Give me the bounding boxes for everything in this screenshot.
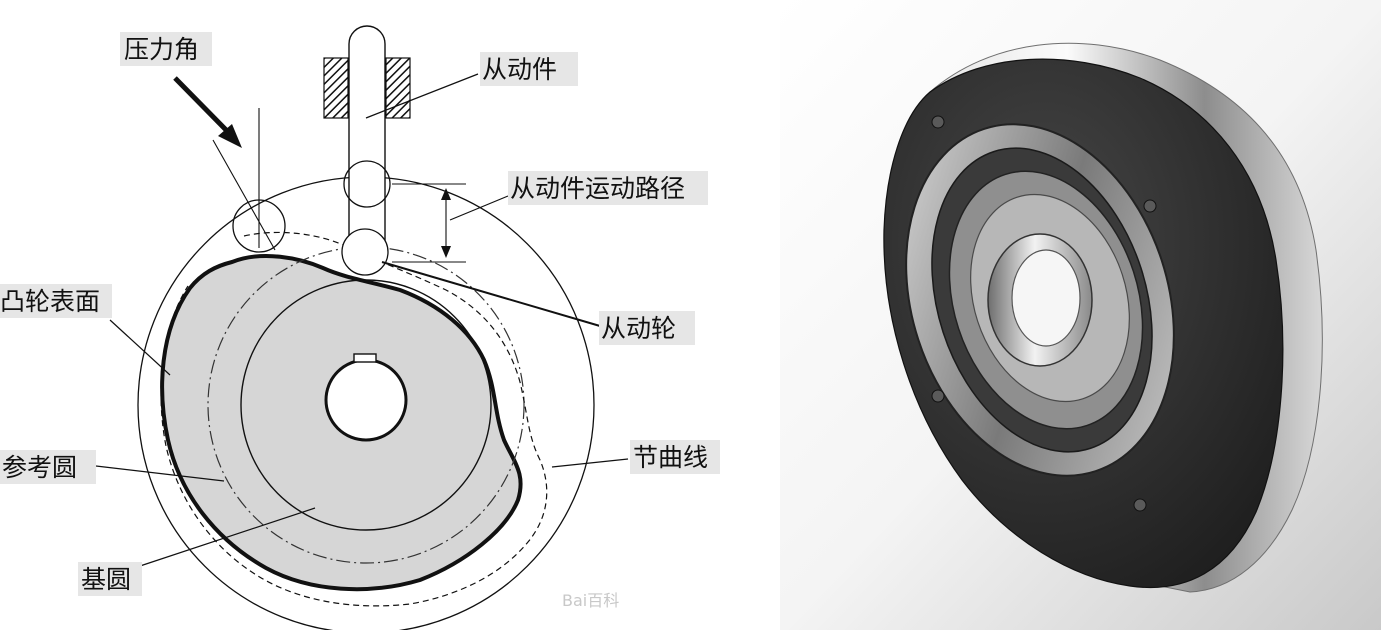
leader-cam-surface: [109, 319, 171, 376]
leader-follower-path: [449, 195, 509, 221]
base-circle: [240, 279, 492, 531]
label-follower-wheel: 从动轮: [601, 314, 676, 343]
disc-cam-photo: [780, 0, 1381, 630]
follower-guide-left: [323, 57, 349, 119]
label-pressure-angle: 压力角: [124, 35, 199, 64]
bolt-hole: [931, 389, 945, 403]
label-pitch-curve: 节曲线: [633, 443, 708, 472]
watermark: Bai百科: [562, 591, 619, 610]
arrow-icon: [218, 124, 242, 148]
bolt-hole: [1133, 498, 1147, 512]
pitch-curve: [160, 231, 548, 607]
leader-follower-wheel: [381, 261, 601, 327]
follower-roller: [341, 228, 389, 276]
follower-roller-top: [343, 160, 391, 208]
label-follower-path: 从动件运动路径: [510, 174, 685, 203]
label-cam-surface: 凸轮表面: [0, 287, 100, 316]
follower-rod: [348, 25, 386, 250]
keyway: [353, 353, 377, 363]
cam-diagram: 压力角 从动件 从动件运动路径 凸轮表面 从动轮 参考圆 节曲线 基圆 Bai百…: [0, 25, 720, 630]
camshaft: [324, 358, 408, 442]
leader-reference-circle: [95, 465, 225, 482]
label-follower: 从动件: [482, 55, 557, 84]
bolt-hole: [931, 115, 945, 129]
label-reference-circle: 参考圆: [2, 453, 77, 482]
leader-base-circle: [139, 507, 316, 567]
leader-pitch-curve: [551, 458, 629, 468]
bolt-hole: [1143, 199, 1157, 213]
leader-follower: [365, 73, 479, 119]
label-base-circle: 基圆: [81, 565, 131, 594]
